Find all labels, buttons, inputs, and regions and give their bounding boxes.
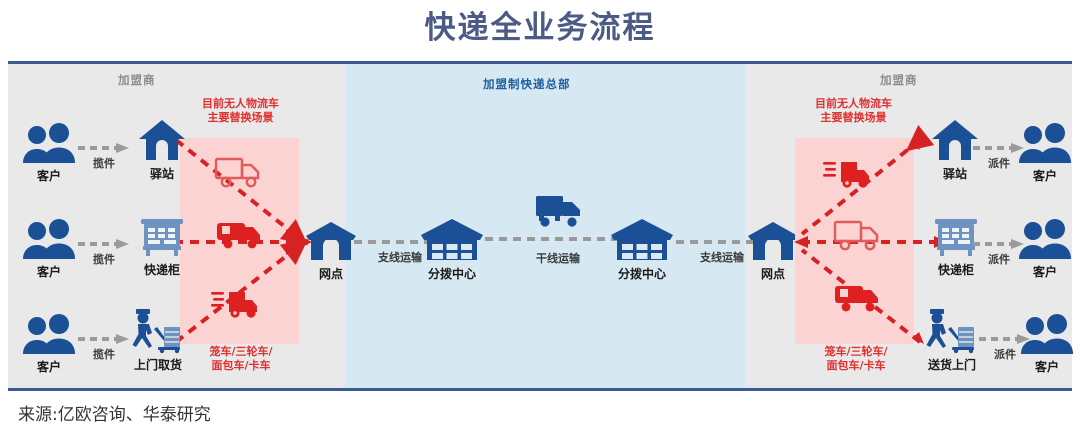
red-note-line-2: 主要替换场景 <box>820 111 887 124</box>
two-people-icon <box>1008 212 1080 260</box>
left-link-3: 揽件 <box>76 333 132 362</box>
right-endpoint-3: 送货上门 <box>915 305 989 373</box>
dashed-arrow-icon <box>977 333 1033 345</box>
trunk-link-2: 干线运输 <box>483 192 633 266</box>
left-customer-3-label: 客户 <box>36 360 61 374</box>
right-customer-1: 客户 <box>1008 116 1080 184</box>
right-endpoint-1-label: 驿站 <box>942 167 967 181</box>
warehouse-icon <box>415 214 489 262</box>
red-note-line-2: 面包车/卡车 <box>211 359 271 372</box>
left-endpoint-2-label: 快递柜 <box>143 263 180 277</box>
left-link-2: 揽件 <box>76 238 132 267</box>
two-people-icon <box>1008 116 1080 164</box>
red-note-right-bottom: 笼车/三轮车/ 面包车/卡车 <box>791 345 921 373</box>
speeding-truck-icon <box>211 292 257 318</box>
box-truck-outline-icon <box>833 220 879 251</box>
right-customer-2-label: 客户 <box>1032 265 1057 279</box>
red-note-line-2: 面包车/卡车 <box>826 359 886 372</box>
zone-label-middle: 加盟制快递总部 <box>483 77 571 91</box>
zone-label-right: 加盟商 <box>880 73 918 87</box>
right-customer-3-label: 客户 <box>1034 360 1059 374</box>
right-link-1-label: 派件 <box>988 157 1010 170</box>
dashed-arrow-icon <box>971 142 1027 154</box>
source-note: 来源:亿欧咨询、华泰研究 <box>18 405 211 425</box>
trunk-node-2-label: 分拨中心 <box>427 267 476 281</box>
store-icon <box>736 214 810 262</box>
trunk-node-4: 网点 <box>736 214 810 282</box>
trunk-node-1: 网点 <box>294 214 368 282</box>
trunk-node-3: 分拨中心 <box>605 214 679 282</box>
red-note-line-1: 目前无人物流车 <box>815 97 892 110</box>
right-endpoint-2: 快递柜 <box>919 210 993 278</box>
left-endpoint-3: 上门取货 <box>121 305 195 373</box>
red-note-line-1: 笼车/三轮车/ <box>209 345 273 358</box>
zone-label-left: 加盟商 <box>118 73 156 87</box>
right-customer-2: 客户 <box>1008 212 1080 280</box>
dashed-arrow-icon <box>76 238 132 250</box>
right-link-3: 派件 <box>977 333 1033 362</box>
red-note-line-1: 笼车/三轮车/ <box>824 345 888 358</box>
right-endpoint-1: 驿站 <box>918 114 992 182</box>
trunk-node-1-label: 网点 <box>318 267 343 281</box>
left-link-3-label: 揽件 <box>93 348 115 361</box>
right-endpoint-3-label: 送货上门 <box>927 358 976 372</box>
red-note-line-2: 主要替换场景 <box>207 111 274 124</box>
house-icon <box>125 114 199 162</box>
red-note-left-bottom: 笼车/三轮车/ 面包车/卡车 <box>176 345 306 373</box>
right-link-1: 派件 <box>971 142 1027 171</box>
trunk-link-3-label: 支线运输 <box>700 251 744 264</box>
left-endpoint-1-label: 驿站 <box>149 167 174 181</box>
left-endpoint-3-label: 上门取货 <box>133 358 182 372</box>
right-link-2-label: 派件 <box>988 253 1010 266</box>
left-customer-2-label: 客户 <box>36 265 61 279</box>
left-endpoint-2: 快递柜 <box>125 210 199 278</box>
warehouse-icon <box>605 214 679 262</box>
red-note-left-top: 目前无人物流车 主要替换场景 <box>183 97 298 125</box>
locker-icon <box>125 210 199 258</box>
speeding-truck-icon <box>823 162 869 188</box>
trunk-node-2: 分拨中心 <box>415 214 489 282</box>
dashed-arrow-icon <box>971 238 1027 250</box>
right-customer-3: 客户 <box>1010 307 1080 375</box>
courier-cart-icon <box>915 305 989 354</box>
left-endpoint-1: 驿站 <box>125 114 199 182</box>
left-link-1-label: 揽件 <box>93 157 115 170</box>
red-note-right-top: 目前无人物流车 主要替换场景 <box>796 97 911 125</box>
trunk-link-2-label: 干线运输 <box>536 252 580 265</box>
two-people-icon <box>12 307 86 355</box>
trunk-node-4-label: 网点 <box>760 267 785 281</box>
house-icon <box>918 114 992 162</box>
left-customer-1: 客户 <box>12 116 86 184</box>
dashed-arrow-icon <box>76 333 132 345</box>
courier-cart-icon <box>121 305 195 354</box>
right-customer-1-label: 客户 <box>1032 169 1057 183</box>
dashed-arrow-icon <box>76 142 132 154</box>
left-customer-3: 客户 <box>12 307 86 375</box>
diagram-panel: 加盟商 加盟制快递总部 加盟商 <box>8 61 1073 391</box>
truck-icon <box>483 192 633 248</box>
two-people-icon <box>12 212 86 260</box>
two-people-icon <box>12 116 86 164</box>
left-link-1: 揽件 <box>76 142 132 171</box>
van-solid-icon <box>217 223 260 249</box>
van-solid-icon <box>835 286 878 312</box>
red-note-line-1: 目前无人物流车 <box>202 97 279 110</box>
page-title: 快递全业务流程 <box>424 10 656 46</box>
left-customer-2: 客户 <box>12 212 86 280</box>
left-customer-1-label: 客户 <box>36 169 61 183</box>
trunk-link-1-label: 支线运输 <box>378 251 422 264</box>
right-link-2: 派件 <box>971 238 1027 267</box>
store-icon <box>294 214 368 262</box>
trunk-node-3-label: 分拨中心 <box>617 267 666 281</box>
left-link-2-label: 揽件 <box>93 253 115 266</box>
two-people-icon <box>1010 307 1080 355</box>
box-truck-outline-icon <box>214 157 260 188</box>
right-link-3-label: 派件 <box>994 348 1016 361</box>
locker-icon <box>919 210 993 258</box>
right-endpoint-2-label: 快递柜 <box>937 263 974 277</box>
